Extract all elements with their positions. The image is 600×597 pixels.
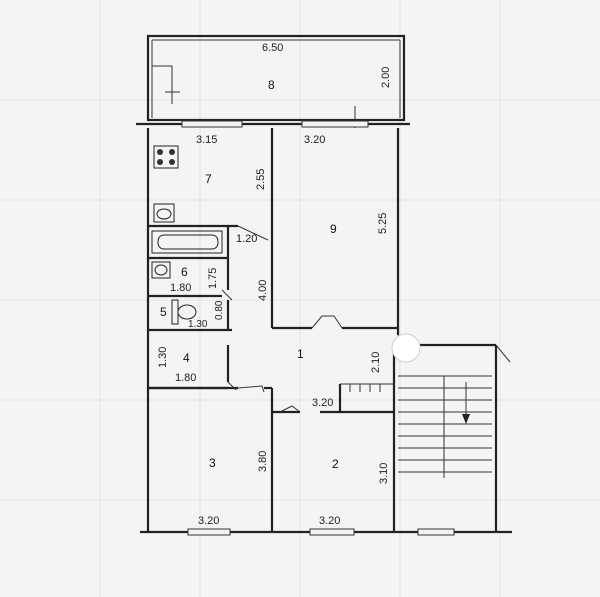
room-label-3: 3 <box>209 456 216 470</box>
dim-corridor-width: 1.20 <box>236 233 257 245</box>
dim-balcony-width: 6.50 <box>262 42 283 54</box>
dim-closet-depth: 1.30 <box>157 347 169 368</box>
dim-corridor-length: 4.00 <box>257 280 269 301</box>
balcony <box>146 34 406 128</box>
dim-hall-width: 3.20 <box>312 397 333 409</box>
interior-walls <box>148 128 398 532</box>
dim-room9-depth: 5.25 <box>377 213 389 234</box>
room-label-8: 8 <box>268 78 275 92</box>
room-label-9: 9 <box>330 222 337 236</box>
room-label-5: 5 <box>160 305 167 319</box>
dim-bath-depth: 1.75 <box>207 268 219 289</box>
dim-closet-width: 1.80 <box>175 372 196 384</box>
dim-hall-depth: 2.10 <box>370 352 382 373</box>
dim-wc-depth: 0.80 <box>214 300 225 320</box>
room-label-2: 2 <box>332 457 339 471</box>
marker-dot[interactable] <box>391 333 421 363</box>
dim-room2-window: 3.20 <box>319 515 340 527</box>
dim-wc-width: 1.30 <box>188 319 208 330</box>
toilet-icon <box>171 299 197 325</box>
dim-room3-depth: 3.80 <box>257 451 269 472</box>
kitchen-sink-icon <box>153 203 175 223</box>
dim-bath-length: 1.80 <box>170 282 191 294</box>
dim-room2-depth: 3.10 <box>378 463 390 484</box>
bathtub-icon <box>151 230 223 254</box>
dim-room3-window: 3.20 <box>198 515 219 527</box>
staircase <box>393 343 511 478</box>
room-label-1: 1 <box>297 347 304 361</box>
room-label-7: 7 <box>205 172 212 186</box>
room-label-6: 6 <box>181 265 188 279</box>
dim-kitchen-window: 3.15 <box>196 134 217 146</box>
dim-room9-window: 3.20 <box>304 134 325 146</box>
stair-arrow-icon <box>462 414 470 424</box>
dim-balcony-depth: 2.00 <box>380 67 392 88</box>
bath-sink-icon <box>151 261 171 279</box>
windows <box>181 120 455 536</box>
dim-kitchen-depth: 2.55 <box>255 169 267 190</box>
room-label-4: 4 <box>183 351 190 365</box>
stove-icon <box>153 145 179 169</box>
